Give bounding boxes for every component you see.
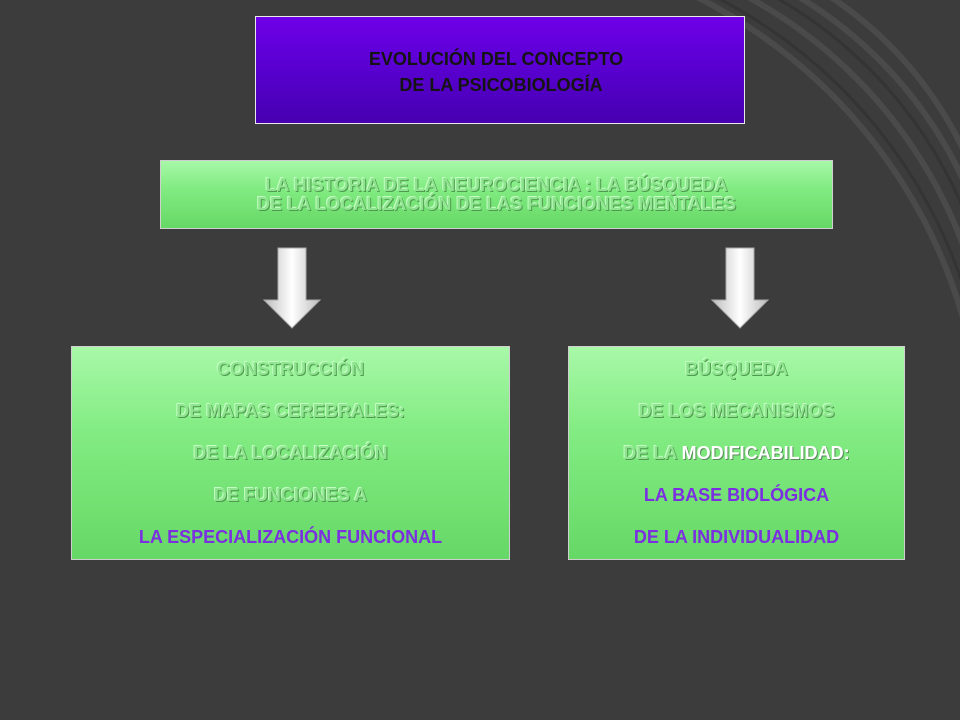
right-line-5: DE LA INDIVIDUALIDAD <box>633 527 840 547</box>
history-box: LA HISTORIA DE LA NEUROCIENCIA : LA BÚSQ… <box>160 160 833 229</box>
left-line-1: CONSTRUCCIÓN <box>217 359 364 379</box>
history-line-2: DE LA LOCALIZACIÓN DE LAS FUNCIONES MENT… <box>257 193 736 214</box>
title-line-2: DE LA PSICOBIOLOGÍA <box>399 75 603 95</box>
right-line-3-highlight: MODIFICABILIDAD: <box>681 443 850 463</box>
down-arrow-icon <box>710 247 770 329</box>
left-line-3: DE LA LOCALIZACIÓN <box>193 443 388 463</box>
title-box: EVOLUCIÓN DEL CONCEPTO DE LA PSICOBIOLOG… <box>255 16 745 124</box>
title-line-1: EVOLUCIÓN DEL CONCEPTO <box>368 49 624 69</box>
right-line-3-prefix: DE LA <box>623 443 682 463</box>
left-line-2: DE MAPAS CEREBRALES: <box>176 401 405 421</box>
history-line-1: LA HISTORIA DE LA NEUROCIENCIA : LA BÚSQ… <box>265 174 728 195</box>
left-line-5: LA ESPECIALIZACIÓN FUNCIONAL <box>138 527 443 547</box>
right-line-4: LA BASE BIOLÓGICA <box>643 485 830 505</box>
right-line-1: BÚSQUEDA <box>684 359 788 379</box>
left-line-4: DE FUNCIONES A <box>213 485 368 505</box>
down-arrow-icon <box>262 247 322 329</box>
right-line-2: DE LOS MECANISMOS <box>638 401 835 421</box>
right-box: BÚSQUEDA DE LOS MECANISMOS DE LA MODIFIC… <box>568 346 905 560</box>
left-box: CONSTRUCCIÓN DE MAPAS CEREBRALES: DE LA … <box>71 346 510 560</box>
right-line-3: DE LA MODIFICABILIDAD: <box>623 432 849 474</box>
